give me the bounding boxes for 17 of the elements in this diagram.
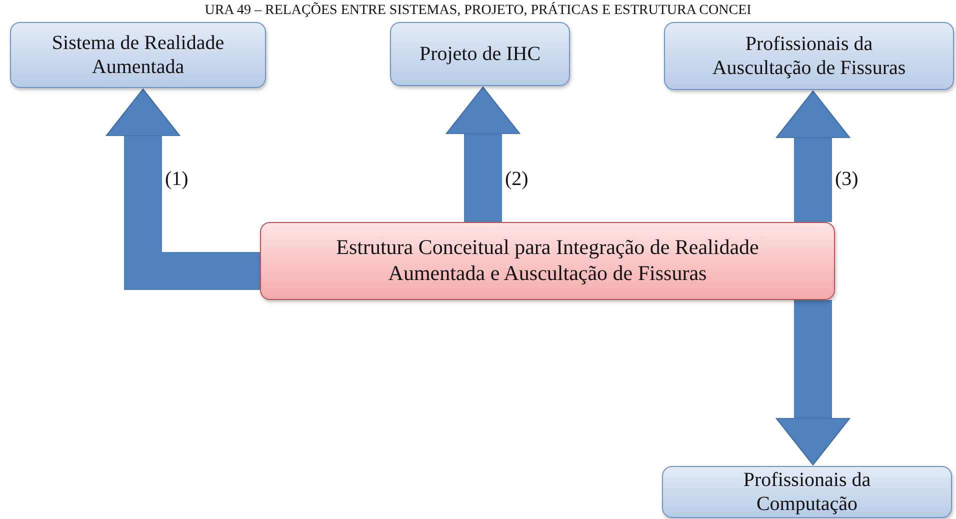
rounded-box bbox=[10, 22, 266, 88]
rounded-box bbox=[662, 466, 952, 518]
block-arrow bbox=[776, 300, 850, 466]
node-text: Profissionais da Auscultação de Fissuras bbox=[711, 32, 907, 80]
edge-label: (1) bbox=[163, 168, 190, 190]
edge-label: (2) bbox=[503, 168, 530, 190]
block-arrow bbox=[446, 86, 520, 222]
figure-title: URA 49 – RELAÇÕES ENTRE SISTEMAS, PROJETO, PRÁTICAS E ESTRUTURA CONCEI bbox=[204, 1, 752, 20]
node-text: Estrutura Conceitual para Integração de Realidade Aumentada e Auscultação de Fissuras bbox=[335, 235, 760, 287]
central-box bbox=[260, 222, 835, 300]
block-arrow bbox=[776, 90, 850, 222]
node-text: Projeto de IHC bbox=[419, 42, 541, 66]
edge-label: (3) bbox=[833, 168, 860, 190]
node-text: Sistema de Realidade Aumentada bbox=[50, 30, 226, 80]
rounded-box bbox=[664, 22, 954, 90]
rounded-box bbox=[390, 22, 570, 86]
node-text: Profissionais da Computação bbox=[742, 468, 872, 516]
